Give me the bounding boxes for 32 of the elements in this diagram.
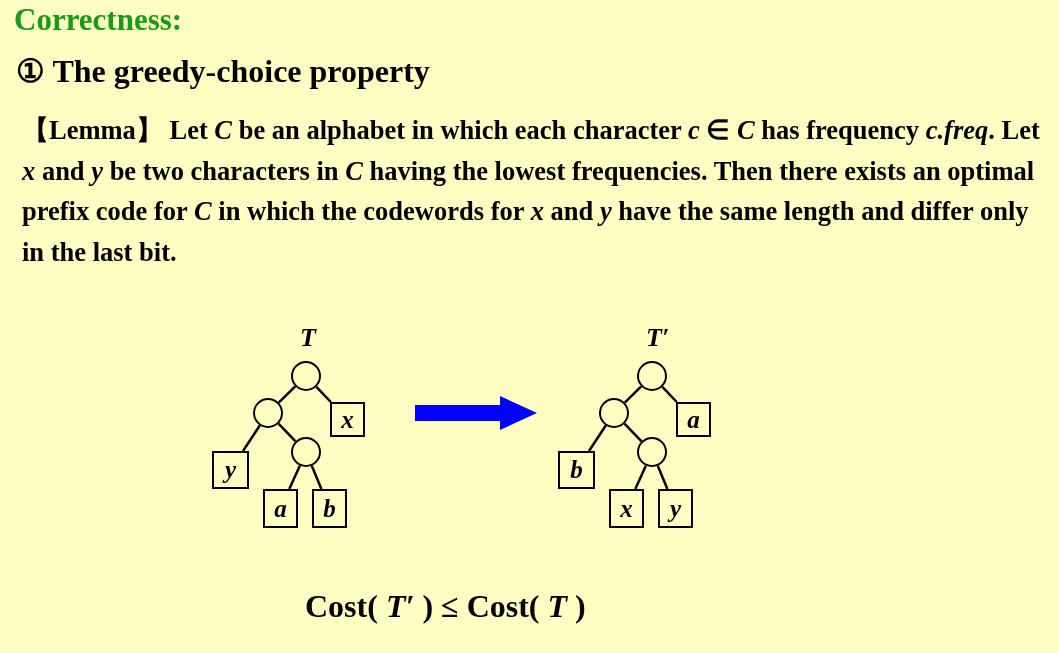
tree-node-circle	[291, 361, 321, 391]
tree-node-circle	[637, 437, 667, 467]
lemma-paragraph: 【Lemma】 Let C be an alphabet in which each character c ∈ C has frequency c.freq. Let x and y be two characters in C having the lowest frequencies. Then there exists an optimal prefix code for C in which the codewords for x and y have the same length and differ only in the last bit.	[22, 114, 1041, 269]
leaf-node: b	[312, 489, 347, 528]
leaf-node: a	[676, 402, 711, 437]
tree-node-circle	[253, 398, 283, 428]
tree-edge	[661, 386, 678, 403]
tree-label: T′	[646, 323, 670, 353]
leaf-node: x	[330, 402, 365, 437]
tree-label: T	[300, 323, 316, 353]
leaf-node: b	[558, 451, 595, 489]
leaf-node: y	[212, 451, 249, 489]
leaf-node: y	[658, 489, 693, 528]
tree-edge	[288, 465, 301, 490]
tree-edge	[241, 424, 261, 452]
tree-node-circle	[291, 437, 321, 467]
tree-edge	[656, 465, 669, 490]
tree-edge	[277, 422, 297, 443]
tree-node-circle	[637, 361, 667, 391]
cost-inequality: Cost( T′ ) ≤ Cost( T )	[305, 588, 586, 625]
tree-edge	[623, 422, 643, 443]
section-heading: ① The greedy-choice property	[16, 52, 430, 90]
tree-edge	[310, 465, 323, 490]
tree-edge	[277, 385, 297, 404]
slide-title: Correctness:	[14, 2, 183, 38]
tree-edge	[623, 385, 643, 404]
tree-edge	[315, 386, 332, 403]
leaf-node: x	[609, 489, 644, 528]
tree-edge	[634, 465, 647, 490]
tree-edge	[587, 424, 607, 452]
leaf-node: a	[263, 489, 298, 528]
tree-node-circle	[599, 398, 629, 428]
